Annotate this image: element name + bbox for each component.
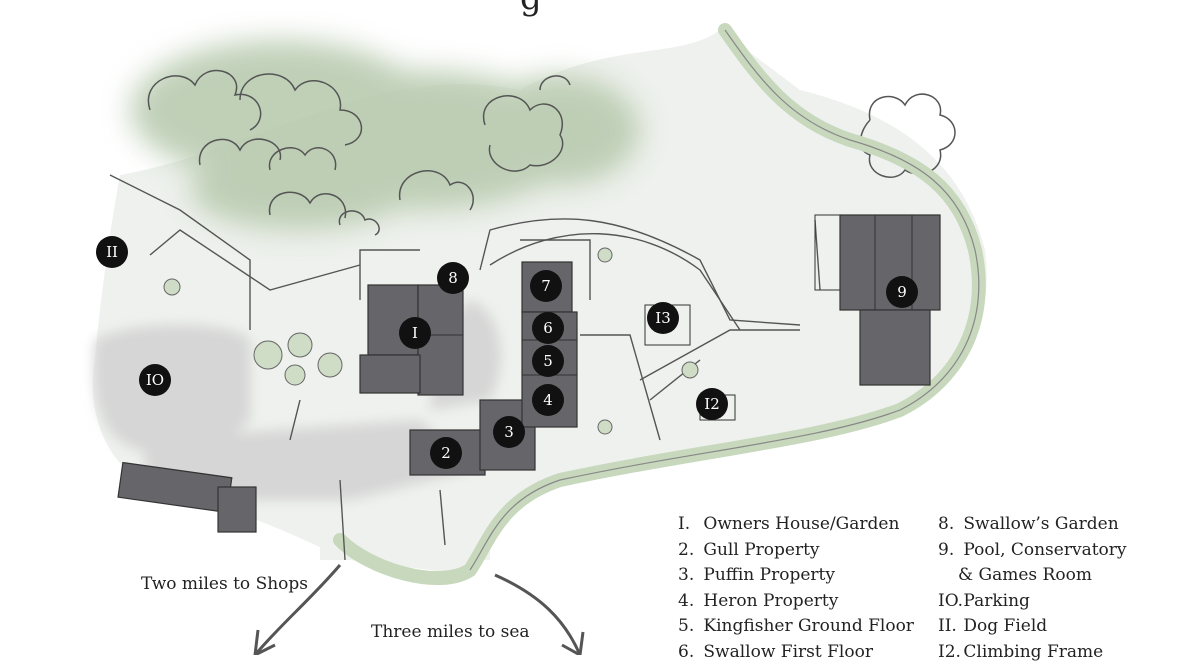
legend-text: Gull Property	[703, 539, 820, 560]
woodland	[130, 40, 640, 230]
marker-8[interactable]: 8	[437, 262, 469, 294]
marker-5[interactable]: 5	[532, 345, 564, 377]
note-sea: Three miles to sea	[371, 622, 530, 642]
legend-item: 4. Heron Property	[678, 589, 914, 615]
marker-10[interactable]: IO	[139, 364, 171, 396]
marker-3[interactable]: 3	[493, 416, 525, 448]
legend-right: 8. Swallow’s Garden 9. Pool, Conservator…	[938, 512, 1127, 666]
legend-item: 8. Swallow’s Garden	[938, 512, 1127, 538]
legend-num: I.	[678, 514, 691, 534]
note-shops: Two miles to Shops	[141, 574, 309, 594]
title-fragment: g	[520, 0, 542, 18]
legend-num: II.	[938, 616, 957, 637]
legend-text: Swallow’s Garden	[963, 514, 1119, 534]
legend-text: Climbing Frame	[963, 641, 1104, 662]
legend-num: 3.	[678, 565, 695, 586]
legend-text: Puffin Property	[703, 565, 835, 586]
tree-outlines	[147, 69, 956, 236]
legend-item: I. Owners House/Garden	[678, 512, 914, 538]
legend-item: 5. Kingfisher Ground Floor	[678, 614, 914, 640]
marker-11[interactable]: II	[96, 236, 128, 268]
legend-text: & Games Room	[958, 565, 1092, 586]
legend-item: II. Dog Field	[938, 614, 1127, 640]
legend-text: Parking	[963, 590, 1030, 611]
marker-2[interactable]: 2	[430, 437, 462, 469]
legend-text: Heron Property	[703, 590, 839, 611]
legend-left: I. Owners House/Garden 2. Gull Property …	[678, 512, 914, 666]
legend-text: Kingfisher Ground Floor	[703, 616, 914, 637]
legend-num: 9.	[938, 539, 955, 560]
shrubs	[163, 247, 699, 435]
legend-num: IO.	[938, 590, 964, 611]
legend-item: 2. Gull Property	[678, 538, 914, 564]
marker-1[interactable]: I	[399, 317, 431, 349]
legend-num: 8.	[938, 514, 955, 534]
arrow-to-sea	[494, 573, 582, 655]
legend-text: Owners House/Garden	[703, 514, 900, 534]
legend-item: 6. Swallow First Floor	[678, 640, 914, 666]
legend-num: I2.	[938, 641, 961, 662]
arrow-to-shops	[253, 564, 342, 655]
legend-text: Pool, Conservatory	[963, 539, 1127, 560]
legend-item: I2. Climbing Frame	[938, 640, 1127, 666]
legend-num: 2.	[678, 539, 695, 560]
marker-7[interactable]: 7	[530, 270, 562, 302]
legend-item: 9. Pool, Conservatory	[938, 538, 1127, 564]
legend-item: 3. Puffin Property	[678, 563, 914, 589]
marker-6[interactable]: 6	[532, 312, 564, 344]
marker-4[interactable]: 4	[532, 384, 564, 416]
legend-text: Dog Field	[963, 616, 1048, 637]
legend-item: IO. Parking	[938, 589, 1127, 615]
legend-num: 6.	[678, 641, 695, 662]
legend-num: 5.	[678, 616, 695, 637]
roads	[109, 174, 821, 561]
legend-text: Swallow First Floor	[703, 641, 873, 662]
marker-12[interactable]: I2	[696, 388, 728, 420]
arrows	[253, 564, 585, 655]
legend-num: 4.	[678, 590, 695, 611]
legend-item: & Games Room	[938, 563, 1127, 589]
marker-13[interactable]: I3	[647, 302, 679, 334]
marker-9[interactable]: 9	[886, 276, 918, 308]
